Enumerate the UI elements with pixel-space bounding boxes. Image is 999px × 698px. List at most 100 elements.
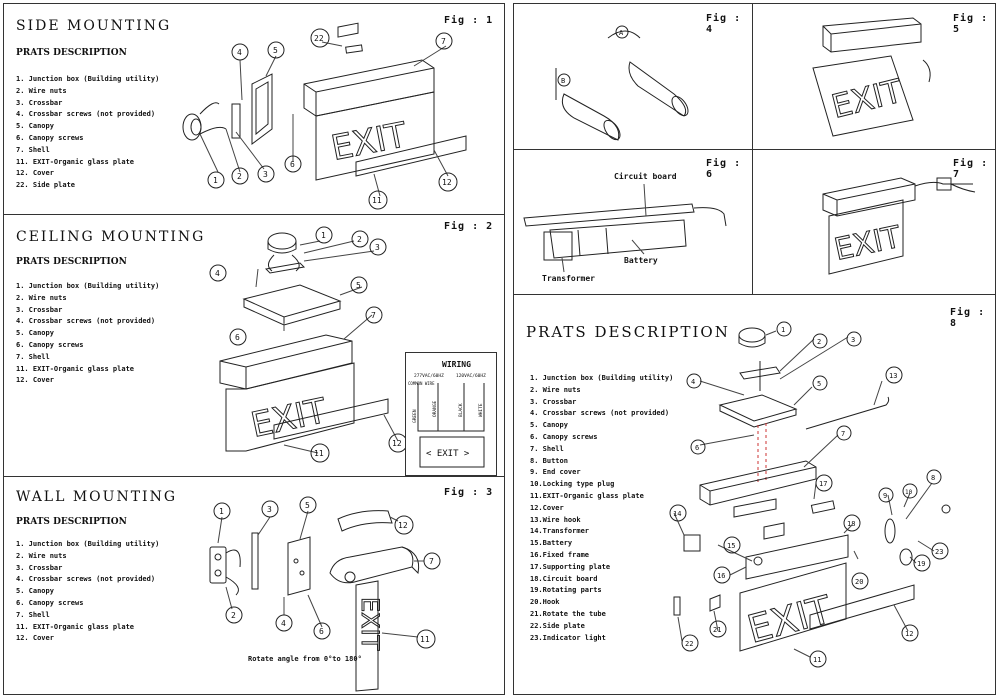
- fig-2-label: Fig : 2: [444, 221, 494, 232]
- callout-8: 8: [926, 469, 942, 485]
- fig-7-drawing: EXIT: [822, 177, 976, 275]
- svg-text:6: 6: [290, 160, 295, 169]
- callout-11: 11: [416, 629, 436, 649]
- fig-5-label: Fig : 5: [953, 13, 989, 35]
- svg-text:8: 8: [931, 474, 935, 482]
- svg-text:6: 6: [319, 627, 324, 636]
- transformer-label: Transformer: [542, 274, 595, 283]
- part-item: 9. End cover: [530, 468, 581, 477]
- wiring-left-head: 277VAC/60HZ: [414, 373, 444, 379]
- svg-text:12: 12: [442, 178, 452, 187]
- crossbar-part: [739, 361, 781, 391]
- wall-mounting-parts-list: 1. Junction box (Building utility) 2. Wi…: [16, 539, 159, 645]
- part-item: 23.Indicator light: [530, 633, 606, 642]
- callout-18: 18: [843, 514, 861, 532]
- part-item: 13.Wire hook: [530, 515, 581, 524]
- svg-text:6: 6: [695, 444, 699, 452]
- fig-5-drawing: EXIT: [812, 17, 931, 137]
- part-item: 1. Junction box (Building utility): [16, 282, 160, 290]
- part-item: 6. Canopy screws: [16, 598, 84, 607]
- cover-part: [809, 584, 915, 630]
- crossbar-part: [251, 532, 259, 590]
- fig7-exit-text: EXIT: [831, 220, 904, 268]
- callout-15: 15: [723, 536, 741, 554]
- fig-4-drawing: A B: [555, 25, 689, 141]
- svg-text:2: 2: [237, 172, 242, 181]
- svg-text:A: A: [619, 29, 624, 37]
- callout-a: A: [615, 25, 629, 39]
- part-item: 4. Crossbar screws (not provided): [16, 110, 156, 119]
- part-item: 12. Cover: [16, 376, 54, 385]
- ceiling-mounting-subtitle: PRATS DESCRIPTION: [16, 257, 127, 267]
- callout-7: 7: [423, 552, 441, 570]
- shell-part: [822, 17, 922, 53]
- part-item: 12. Cover: [16, 634, 54, 643]
- end-cover-part: [884, 518, 913, 566]
- svg-text:18: 18: [847, 520, 855, 528]
- fig-8-title: PRATS DESCRIPTION: [526, 323, 730, 341]
- svg-text:14: 14: [673, 510, 681, 518]
- shell-part: [822, 177, 916, 217]
- fig-3-label: Fig : 3: [444, 487, 494, 498]
- wire-white: WHITE: [478, 403, 484, 417]
- wall-exit-text: EXIT: [356, 597, 384, 651]
- callout-10: 10: [902, 483, 918, 499]
- rotate-angle-note: Rotate angle from 0°to 180°: [248, 655, 362, 663]
- svg-text:9: 9: [883, 492, 887, 500]
- fig-7-panel: Fig : 7 EXIT: [752, 149, 996, 295]
- ceiling-mounting-title: CEILING MOUNTING: [16, 229, 206, 245]
- canopy-part: [251, 73, 273, 145]
- callout-13: 13: [885, 366, 903, 384]
- wiring-title: WIRING: [442, 360, 471, 369]
- svg-text:1: 1: [213, 176, 218, 185]
- ceiling-mounting-parts-list: 1. Junction box (Building utility) 2. Wi…: [16, 281, 159, 387]
- side-mounting-subtitle: PRATS DESCRIPTION: [16, 48, 127, 58]
- callout-11: 11: [310, 443, 330, 463]
- part-item: 10.Locking type plug: [530, 480, 615, 489]
- circuit-board-label: Circuit board: [614, 172, 677, 181]
- part-item: 6. Canopy screws: [16, 133, 84, 142]
- svg-text:7: 7: [441, 37, 446, 46]
- callout-22: 22: [310, 28, 330, 48]
- wire-hook-part: [805, 396, 890, 430]
- part-item: 14.Transformer: [530, 527, 590, 536]
- callout-6: 6: [690, 439, 706, 455]
- callout-23: 23: [931, 542, 949, 560]
- wire-black: BLACK: [458, 403, 464, 417]
- ceiling-mounting-drawing: EXIT 1 2 3 4 5 6 7 11 12: [209, 226, 408, 463]
- fig-8-label: Fig : 8: [950, 307, 986, 329]
- part-item: 20.Hook: [530, 598, 560, 607]
- part-item: 11.EXIT-Organic glass plate: [530, 491, 644, 500]
- fig5-exit-text: EXIT: [828, 72, 907, 126]
- callout-6: 6: [313, 622, 331, 640]
- fixed-frame-part: [745, 534, 849, 580]
- side-plate-part: [345, 44, 363, 54]
- svg-text:7: 7: [371, 311, 376, 320]
- part-item: 3. Crossbar: [16, 98, 63, 107]
- svg-text:22: 22: [314, 34, 324, 43]
- part-item: 6. Canopy screws: [16, 340, 84, 349]
- svg-text:12: 12: [905, 630, 913, 638]
- wire-green: GREEN: [412, 409, 418, 423]
- callout-1: 1: [315, 226, 333, 244]
- callout-9: 9: [878, 487, 894, 503]
- part-item: 2. Wire nuts: [530, 385, 581, 394]
- callout-5: 5: [812, 375, 828, 391]
- crossbar-part: [231, 103, 241, 139]
- svg-text:17: 17: [819, 480, 827, 488]
- exit-plate-part: [315, 91, 435, 181]
- callout-4: 4: [209, 264, 227, 282]
- part-item: 21.Rotate the tube: [530, 609, 606, 618]
- svg-text:5: 5: [273, 46, 278, 55]
- svg-text:16: 16: [717, 572, 725, 580]
- part-item: 16.Fixed frame: [530, 550, 590, 559]
- canopy-part: [287, 536, 311, 596]
- wall-mounting-drawing: EXIT 1 2 3 4 5 6 7 11 12: [209, 496, 441, 692]
- fig-6-drawing: [523, 183, 727, 273]
- part-item: 3. Crossbar: [16, 563, 63, 572]
- rotate-arrow-icon: [922, 59, 931, 83]
- fig-8-panel: Fig : 8 PRATS DESCRIPTION 1. Junction bo…: [513, 294, 996, 695]
- tube-part: [628, 61, 689, 117]
- callout-16: 16: [713, 566, 731, 584]
- fig-6-label: Fig : 6: [706, 158, 742, 180]
